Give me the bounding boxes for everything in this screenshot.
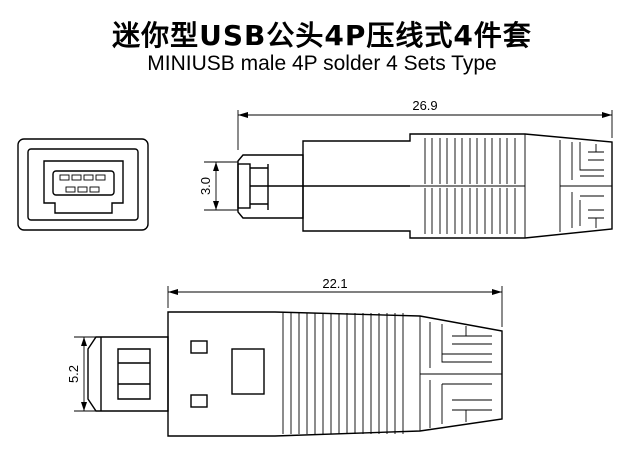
title-english: MINIUSB male 4P solder 4 Sets Type: [147, 52, 497, 75]
top-view: [74, 286, 503, 437]
side-view: [204, 110, 613, 239]
title-chinese: 迷你型USB公头4P压线式4件套: [112, 19, 532, 52]
front-view: [17, 138, 149, 231]
dim-bottom-height: 5.2: [66, 365, 81, 383]
dim-bottom-length: 22.1: [322, 276, 347, 291]
dim-top-length: 26.9: [412, 98, 437, 113]
dim-top-height: 3.0: [198, 177, 213, 195]
